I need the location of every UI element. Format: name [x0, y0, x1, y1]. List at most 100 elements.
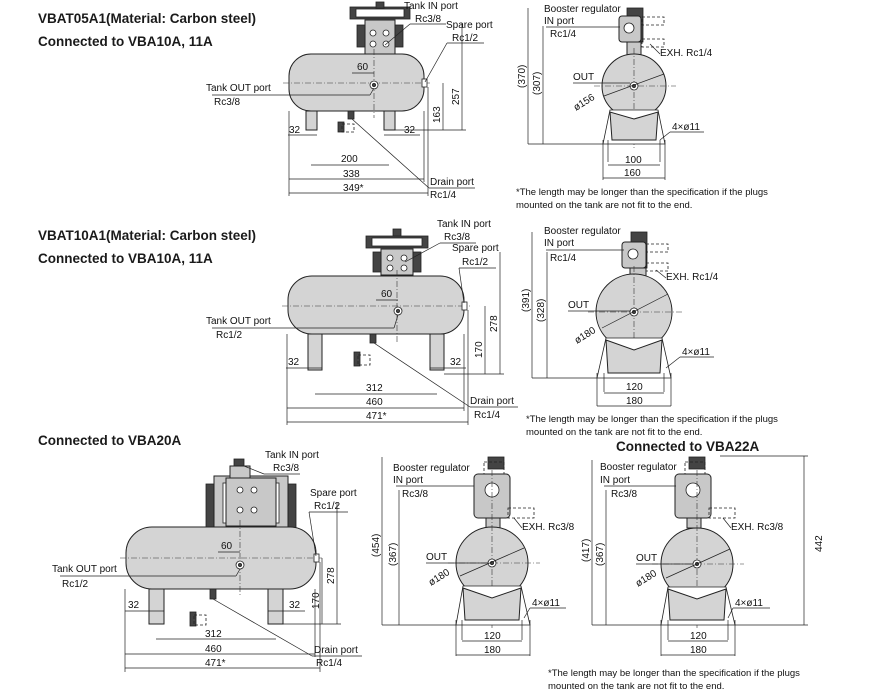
side-dim-width-outer: 180: [484, 645, 501, 656]
exh-label: EXH. Rc1/4: [660, 48, 713, 59]
mounting-holes-label: 4×ø11: [672, 122, 700, 133]
section3-title: Connected to VBA20A: [38, 433, 182, 448]
in-port-size: Rc1/4: [550, 253, 577, 264]
dim-leg-height: 170: [474, 341, 485, 358]
footnote-line2: mounted on the tank are not fit to the e…: [526, 427, 702, 438]
side-dim-height-2: (307): [532, 72, 543, 95]
diameter-label: ø156: [572, 92, 598, 114]
spare-port-label: Spare port: [310, 488, 357, 499]
side-dim-height-1: (391): [521, 289, 532, 312]
tank-front-view-3: 60 32 32 312 460 471* 170 278 Tank IN po…: [52, 450, 362, 672]
dim-pitch: 312: [205, 629, 222, 640]
in-port-label: IN port: [544, 16, 574, 27]
dim-total-height: 278: [326, 567, 337, 584]
exh-label: EXH. Rc3/8: [522, 522, 575, 533]
drain-port-size: Rc1/4: [316, 658, 343, 669]
side-dim-width-outer: 180: [690, 645, 707, 656]
footnote-line2: mounted on the tank are not fit to the e…: [548, 681, 724, 692]
dim-pitch: 200: [341, 154, 358, 165]
side-dim-height-1: (417): [581, 539, 592, 562]
in-port-label: IN port: [544, 238, 574, 249]
tank-out-port-size: Rc1/2: [216, 330, 243, 341]
tank-in-port-size: Rc3/8: [273, 463, 300, 474]
tank-out-port-size: Rc1/2: [62, 579, 89, 590]
section1-title: VBAT05A1(Material: Carbon steel): [38, 11, 257, 26]
side-dim-width-inner: 120: [690, 631, 707, 642]
tank-out-port-label: Tank OUT port: [52, 564, 117, 575]
side-dim-height-1: (370): [517, 65, 528, 88]
dim-32-right: 32: [289, 600, 301, 611]
tank-in-port-size: Rc3/8: [444, 232, 471, 243]
tank-out-port-label: Tank OUT port: [206, 316, 271, 327]
dim-total: 471*: [366, 411, 387, 422]
section1-subtitle: Connected to VBA10A, 11A: [38, 34, 213, 49]
tank-side-view-2: 120 180 (391) (328) Booster regulator IN…: [521, 226, 778, 438]
dim-60: 60: [221, 541, 233, 552]
spare-port-size: Rc1/2: [462, 257, 489, 268]
side-dim-width-outer: 160: [624, 168, 641, 179]
exh-label: EXH. Rc3/8: [731, 522, 784, 533]
mounting-holes-label: 4×ø11: [532, 598, 560, 609]
dim-32-left: 32: [288, 357, 300, 368]
dim-32-right: 32: [450, 357, 462, 368]
out-label: OUT: [573, 72, 594, 83]
drain-port-label: Drain port: [470, 396, 514, 407]
section2-title: VBAT10A1(Material: Carbon steel): [38, 228, 257, 243]
tank-in-port-size: Rc3/8: [415, 14, 442, 25]
booster-regulator-label: Booster regulator: [600, 462, 677, 473]
dim-32-right: 32: [404, 125, 416, 136]
footnote-line1: *The length may be longer than the speci…: [548, 668, 800, 679]
dim-leg-height: 163: [432, 106, 443, 123]
dim-length: 460: [366, 397, 383, 408]
dim-60: 60: [381, 289, 393, 300]
dim-32-left: 32: [128, 600, 140, 611]
exh-label: EXH. Rc1/4: [666, 272, 719, 283]
in-port-label: IN port: [393, 475, 423, 486]
dim-leg-height: 170: [311, 592, 322, 609]
out-label: OUT: [426, 552, 447, 563]
booster-regulator-label: Booster regulator: [393, 463, 470, 474]
spare-port-size: Rc1/2: [452, 33, 479, 44]
dim-length: 460: [205, 644, 222, 655]
drain-port-label: Drain port: [314, 645, 358, 656]
diameter-label: ø180: [573, 325, 599, 347]
dim-total-height: 278: [489, 315, 500, 332]
mounting-holes-label: 4×ø11: [682, 347, 710, 358]
side-dim-height-2: (367): [595, 543, 606, 566]
in-port-label: IN port: [600, 475, 630, 486]
out-label: OUT: [568, 300, 589, 311]
mounting-holes-label: 4×ø11: [735, 598, 763, 609]
in-port-size: Rc1/4: [550, 29, 577, 40]
footnote-line1: *The length may be longer than the speci…: [526, 414, 778, 425]
tank-out-port-label: Tank OUT port: [206, 83, 271, 94]
side-dim-height-2: (328): [536, 299, 547, 322]
side-dim-width-inner: 100: [625, 155, 642, 166]
drain-port-size: Rc1/4: [430, 190, 457, 201]
tank-in-port-label: Tank IN port: [437, 219, 491, 230]
dim-32-left: 32: [289, 125, 301, 136]
tank-in-port-label: Tank IN port: [265, 450, 319, 461]
side-dim-height-2: (367): [388, 543, 399, 566]
side-dim-height-1: (454): [371, 534, 382, 557]
diameter-label: ø180: [427, 567, 453, 589]
spare-port-size: Rc1/2: [314, 501, 341, 512]
spare-port-label: Spare port: [446, 20, 493, 31]
in-port-size: Rc3/8: [611, 489, 638, 500]
out-label: OUT: [636, 553, 657, 564]
side-dim-height-3: 442: [814, 535, 825, 552]
booster-regulator-label: Booster regulator: [544, 226, 621, 237]
footnote-line1: *The length may be longer than the speci…: [516, 187, 768, 198]
drain-port-size: Rc1/4: [474, 410, 501, 421]
side-dim-width-outer: 180: [626, 396, 643, 407]
tank-side-view-1: 100 160 (370) (307) Booster regulator IN…: [516, 4, 768, 211]
side-dim-width-inner: 120: [484, 631, 501, 642]
tank-front-view-1: 60 32 32 200 338 349* 163 257 Tank IN po…: [206, 1, 493, 201]
tank-out-port-size: Rc3/8: [214, 97, 241, 108]
section4-title: Connected to VBA22A: [616, 439, 760, 454]
tank-side-view-3: 120 180 (454) (367) Booster regulator IN…: [371, 456, 575, 656]
footnote-line2: mounted on the tank are not fit to the e…: [516, 200, 692, 211]
tank-front-view-2: 60 32 32 312 460 471* 170 278 Tank IN po…: [206, 219, 518, 425]
dim-total: 349*: [343, 183, 364, 194]
dim-60: 60: [357, 62, 369, 73]
